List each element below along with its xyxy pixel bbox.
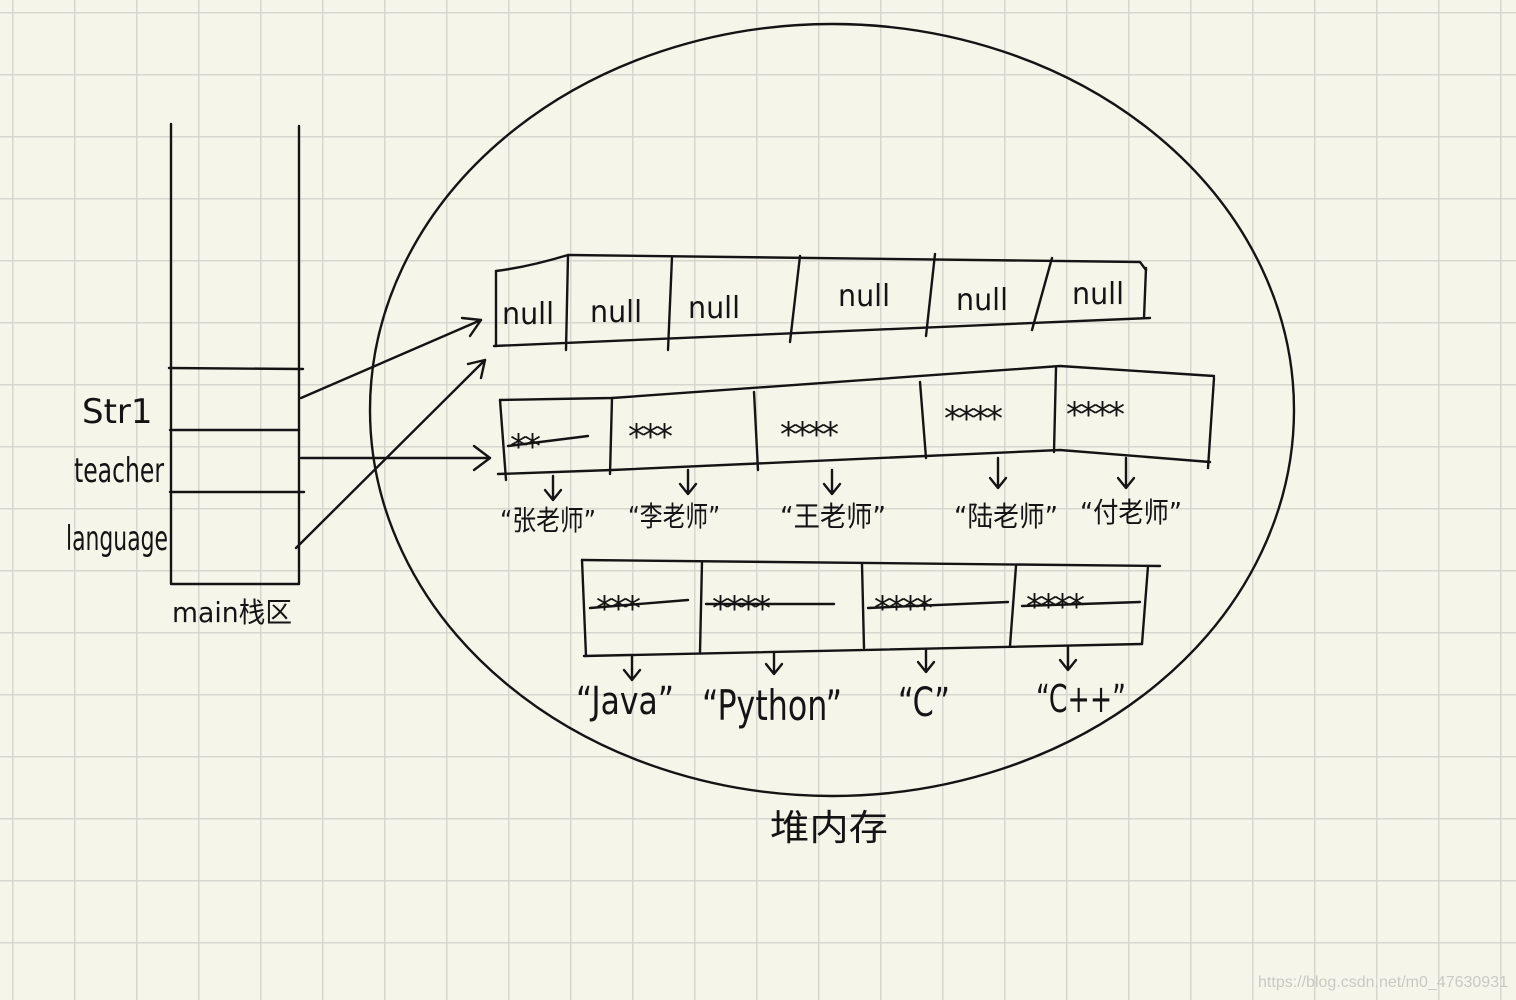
stack-caption: main栈区: [172, 596, 292, 629]
teacher-value-3: “王老师”: [780, 500, 886, 533]
teacher-value-1: “张老师”: [500, 504, 596, 537]
teacher-ref-3: ****: [780, 415, 838, 455]
teacher-value-4: “陆老师”: [954, 500, 1058, 533]
null-slot-3: null: [688, 291, 740, 326]
stack-label-language: language: [66, 519, 168, 559]
null-slot-5: null: [956, 283, 1008, 318]
language-ref-1: ***: [596, 589, 640, 629]
language-array: [580, 558, 1162, 658]
arrow-language-to-null-array: [294, 358, 487, 550]
main-stack: [167, 122, 306, 586]
null-array: [492, 252, 1152, 352]
teacher-ref-4: ****: [944, 399, 1002, 439]
arrow-teacher-to-teacher-array: [299, 444, 492, 472]
teacher-ref-2: ***: [628, 417, 672, 457]
null-slot-6: null: [1072, 277, 1124, 312]
arrow-str1-to-null-array: [299, 316, 483, 400]
stack-divider-1: [167, 366, 305, 371]
language-value-1: “Java”: [576, 679, 674, 723]
language-strikethroughs: [588, 598, 1142, 610]
heap-caption: 堆内存: [770, 808, 888, 849]
null-slot-1: null: [502, 297, 554, 332]
null-slot-4: null: [838, 279, 890, 314]
teacher-value-5: “付老师”: [1080, 496, 1182, 529]
language-ref-4: ****: [1026, 587, 1084, 627]
teacher-value-2: “李老师”: [628, 500, 720, 533]
teacher-down-arrows: [543, 456, 1136, 502]
language-value-2: “Python”: [702, 681, 842, 730]
stack-label-str1: Str1: [82, 392, 153, 432]
teacher-ref-1: **: [510, 427, 540, 467]
language-ref-3: ****: [874, 589, 932, 629]
language-value-3: “C”: [898, 680, 950, 726]
language-ref-2: ****: [712, 589, 770, 629]
language-down-arrows: [622, 644, 1078, 682]
language-value-4: “C++”: [1036, 677, 1126, 721]
teacher-array: [496, 364, 1216, 482]
heap-ellipse: [368, 22, 1296, 798]
stack-outline: [169, 122, 301, 586]
stack-label-teacher: teacher: [74, 451, 164, 491]
watermark-text: https://blog.csdn.net/m0_47630931: [1258, 974, 1508, 991]
strikethrough-1: [506, 434, 590, 448]
teacher-ref-5: ****: [1066, 395, 1124, 435]
null-slot-2: null: [590, 295, 642, 330]
